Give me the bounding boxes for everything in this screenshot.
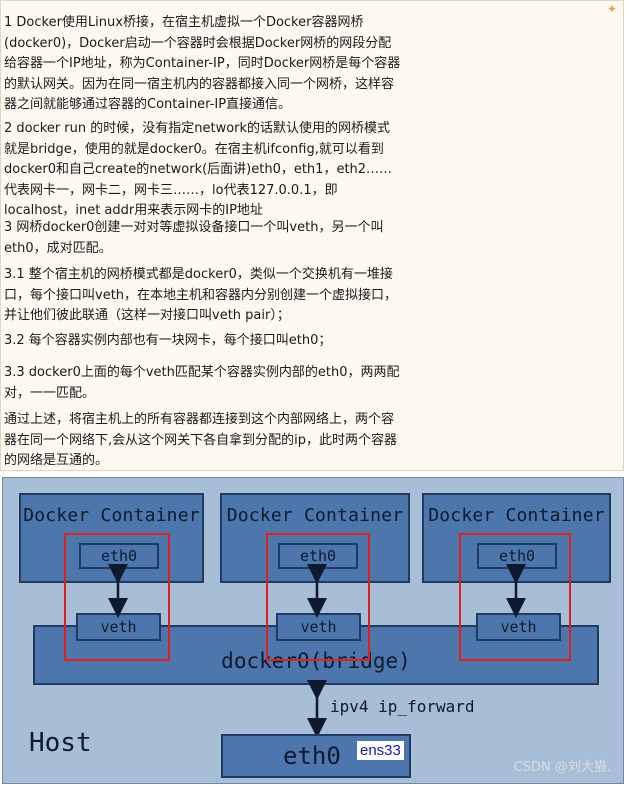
ens33-badge: ens33 — [357, 741, 404, 760]
host-eth0-label: eth0 — [283, 742, 341, 770]
highlight-pair-1 — [64, 533, 170, 661]
container-title: Docker Container — [23, 505, 200, 526]
paragraph-3-3: 3.3 docker0上面的每个veth匹配某个容器实例内部的eth0，两两配对… — [4, 365, 400, 401]
connection-arrows — [108, 564, 526, 738]
host-label: Host — [29, 728, 92, 758]
container-title: Docker Container — [226, 505, 404, 526]
network-diagram: Docker Container Docker Container Docker… — [2, 477, 624, 784]
paragraph-3-2: 3.2 每个容器实例内部也有一块网卡，每个接口叫eth0； — [4, 333, 332, 348]
host-eth0: eth0 ens33 — [221, 734, 411, 778]
paragraph-summary: 通过上述，将宿主机上的所有容器都连接到这个内部网络上，两个容器在同一个网络下,会… — [4, 412, 397, 468]
bridge-label: docker0(bridge) — [221, 649, 411, 673]
paragraph-3-1: 3.1 整个宿主机的网桥模式都是docker0，类似一个交换机有一堆接口，每个接… — [4, 267, 398, 323]
text-note: ✦ 1 Docker使用Linux桥接，在宿主机虚拟一个Docker容器网桥(d… — [0, 0, 624, 471]
paragraph-1: 1 Docker使用Linux桥接，在宿主机虚拟一个Docker容器网桥(doc… — [4, 15, 401, 112]
paragraph-2: 2 docker run 的时候，没有指定network的话默认使用的网桥模式就… — [4, 121, 393, 218]
paragraph-3: 3 网桥docker0创建一对对等虚拟设备接口一个叫veth，另一个叫eth0，… — [4, 220, 384, 256]
pin-icon: ✦ — [606, 2, 617, 16]
ip-forward-label: ipv4 ip_forward — [330, 697, 475, 716]
container-title: Docker Container — [428, 505, 605, 526]
watermark: CSDN @刘大猫. — [513, 760, 611, 775]
highlight-pair-3 — [459, 533, 571, 661]
highlight-pair-2 — [266, 533, 370, 661]
